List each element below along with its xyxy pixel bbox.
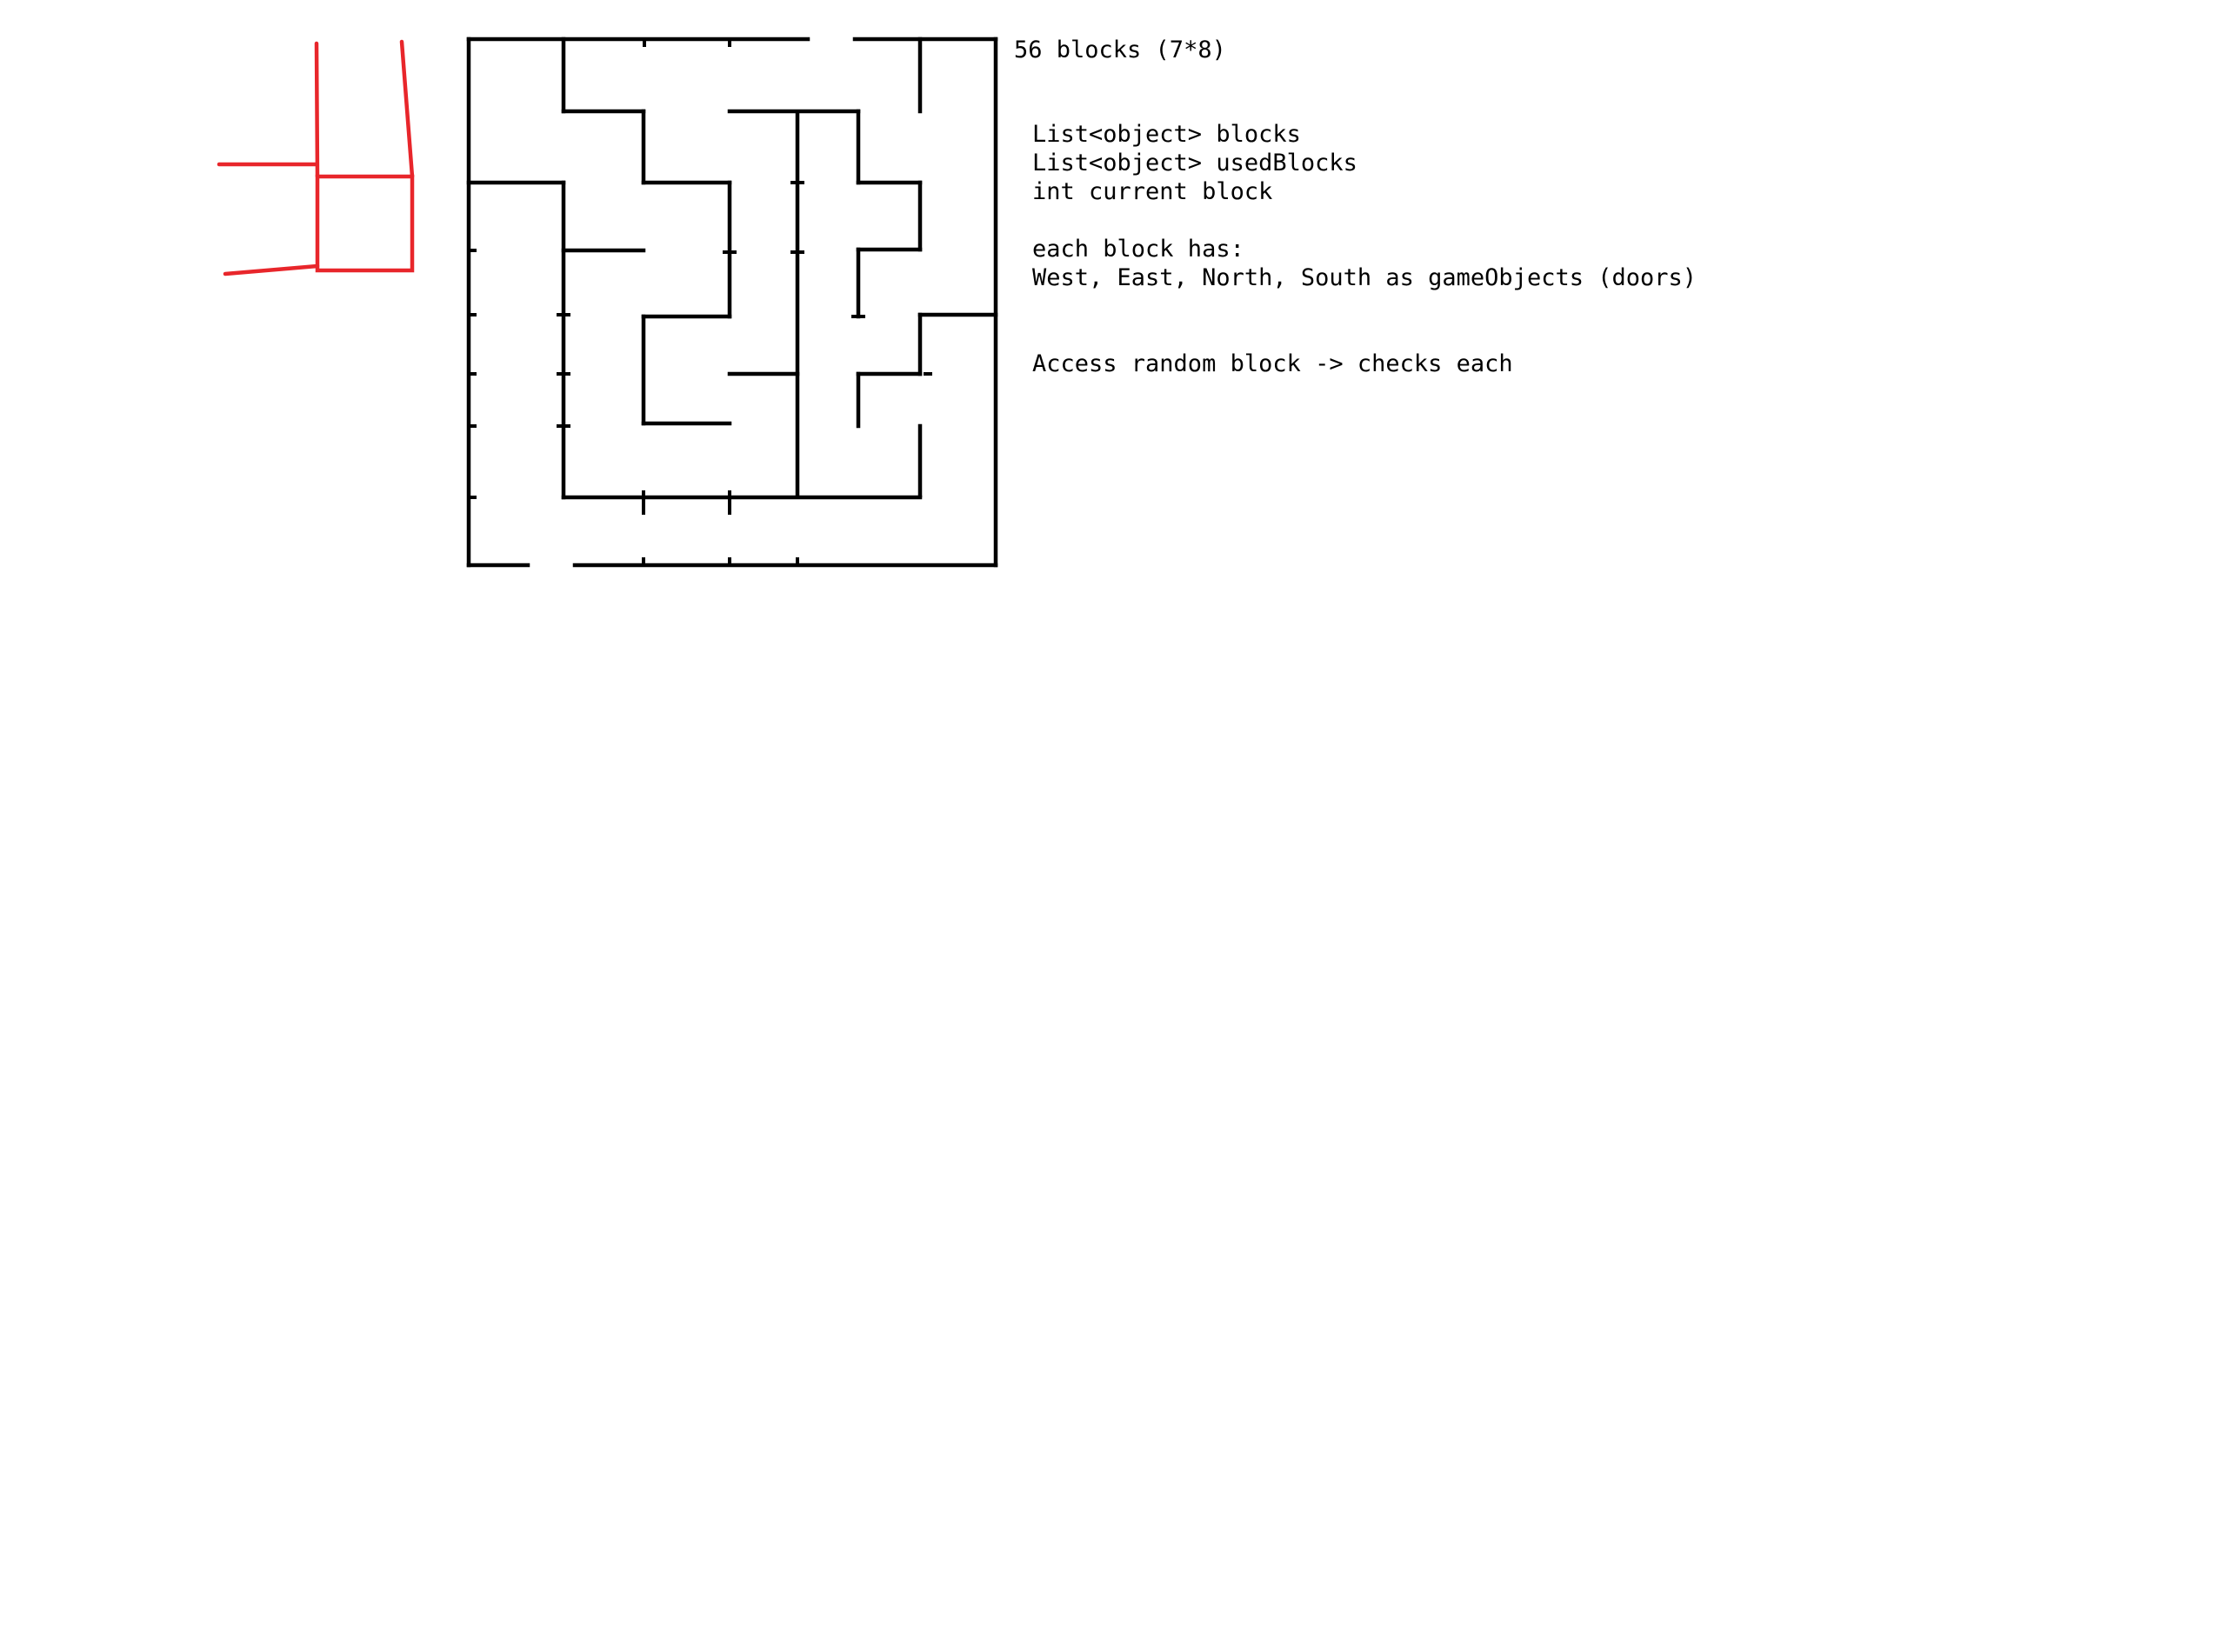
access-random-note: Access random block -> checks each [1032, 350, 1513, 377]
blocks-list-note: List<object> blocks [1032, 121, 1301, 148]
maze-outer-border [466, 37, 998, 568]
used-blocks-list-note: List<object> usedBlocks [1032, 150, 1357, 177]
current-block-note: int current block [1032, 178, 1273, 205]
sketch-west-door-bottom [223, 263, 320, 276]
sketch-north-door-right [399, 39, 415, 179]
maze [466, 37, 998, 568]
doors-note: West, East, North, South as gameObjects … [1032, 264, 1697, 291]
maze-grid-ticks [467, 37, 932, 567]
sketch-block [315, 174, 415, 273]
maze-interior-walls [466, 37, 998, 500]
block-count-note: 56 blocks (7*8) [1014, 37, 1226, 63]
door-sketch [217, 39, 415, 276]
each-block-has-note: each block has: [1032, 236, 1244, 263]
